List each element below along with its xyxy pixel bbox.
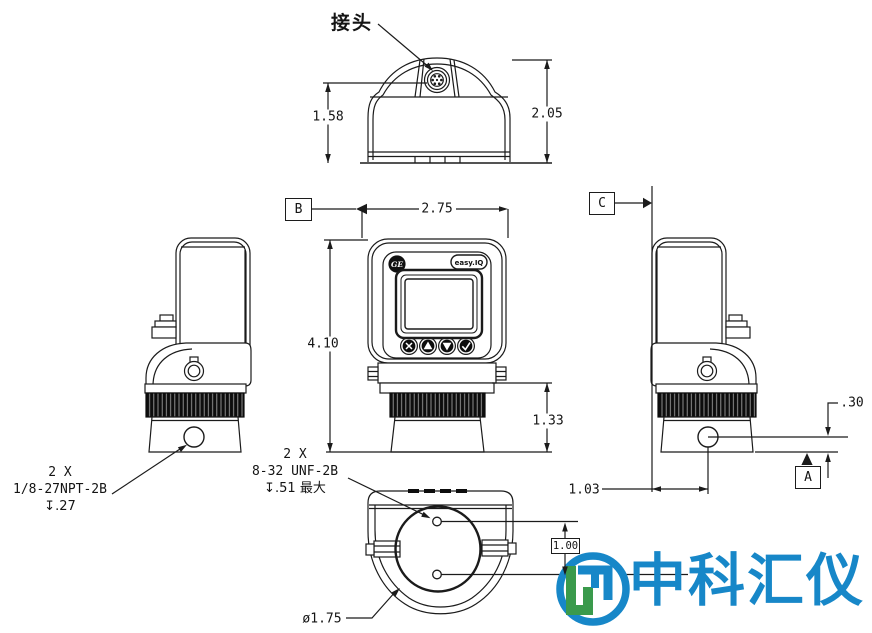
note-unf-line1: 2 X	[283, 447, 307, 462]
datum-a: A	[795, 466, 821, 489]
datum-c: C	[589, 192, 615, 215]
dim-right-1-03	[602, 447, 709, 494]
eyelet-ring	[183, 360, 205, 382]
conduit-port-left	[151, 314, 177, 339]
up-arrow-icon	[423, 341, 433, 350]
front-view	[367, 238, 507, 453]
leader-diameter	[346, 588, 400, 619]
mounting-ear-right	[481, 539, 517, 557]
watermark-company-name: 中科汇仪	[629, 548, 865, 614]
connector-port	[423, 66, 451, 94]
dim-front-2-75	[310, 203, 509, 238]
conduit-port-right	[725, 314, 751, 339]
datum-a-triangle	[801, 453, 813, 465]
ge-monogram: GE	[391, 260, 403, 269]
top-view	[360, 57, 552, 164]
leader-unf	[347, 477, 431, 519]
badge-label: easy.IQ	[455, 259, 484, 267]
note-npt-line3: ↧.27	[44, 499, 76, 514]
ge-logo	[388, 255, 406, 273]
note-unf: 2 X 8-32 UNF-2B ↧.51 最大	[243, 446, 347, 497]
check-icon	[461, 342, 471, 351]
note-npt-line2: 1/8-27NPT-2B	[13, 482, 107, 497]
dim-top-height-total: 2.05	[529, 106, 565, 122]
datum-c-leader	[613, 186, 653, 492]
unf-hole-top	[432, 516, 442, 527]
leader-connector	[377, 23, 433, 71]
knurl-marks	[408, 489, 467, 493]
dim-base-height: 1.33	[530, 413, 566, 429]
note-npt-line1: 2 X	[48, 465, 72, 480]
dim-front-width: 2.75	[419, 201, 455, 217]
knurled-ring-left	[145, 392, 245, 418]
dim-base-diameter: ø1.75	[300, 611, 344, 627]
right-side-view	[650, 237, 758, 453]
display-screen	[394, 268, 484, 340]
cancel-icon	[405, 342, 413, 350]
knurled-ring-front	[389, 392, 486, 418]
dim-front-height: 4.10	[305, 336, 341, 352]
dim-port-offset-vertical: .30	[838, 395, 866, 411]
note-unf-line3: ↧.51 最大	[264, 481, 326, 496]
npt-port-hole	[183, 426, 205, 448]
connector-label: 接头	[331, 12, 374, 34]
dim-port-offset-horizontal: 1.03	[566, 482, 602, 498]
unf-hole-bottom	[432, 569, 442, 580]
keypad-buttons	[400, 337, 476, 356]
note-unf-line2: 8-32 UNF-2B	[251, 464, 339, 479]
dim-top-height-partial: 1.58	[310, 109, 346, 125]
watermark-logo-icon	[556, 552, 630, 626]
eyelet-ring	[696, 360, 718, 382]
knurled-ring-right	[657, 392, 757, 418]
note-npt: 2 X 1/8-27NPT-2B ↧.27	[8, 464, 112, 515]
down-arrow-icon	[442, 342, 452, 351]
base-circle	[394, 505, 482, 593]
datum-b: B	[285, 198, 312, 221]
leader-npt	[111, 444, 187, 495]
bottom-view	[365, 489, 688, 615]
left-side-view	[144, 237, 252, 453]
dim-right-030	[708, 402, 848, 478]
dim-hole-spacing: 1.00	[551, 538, 580, 554]
